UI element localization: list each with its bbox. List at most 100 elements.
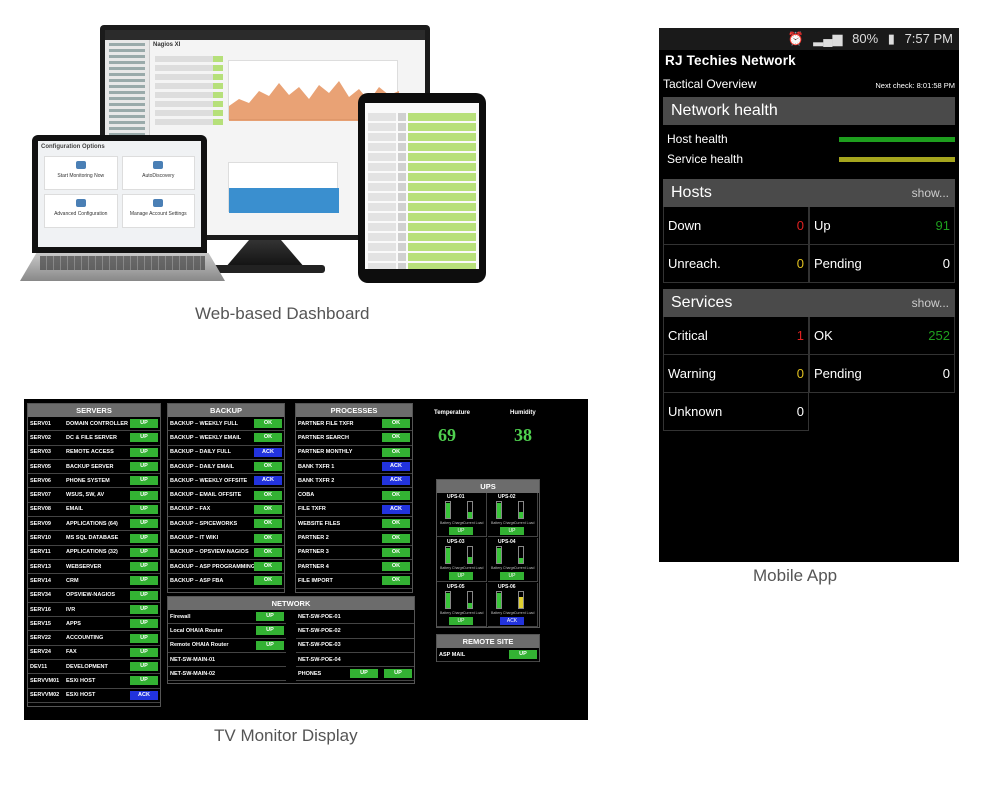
status-badge[interactable]: OK	[382, 562, 410, 572]
ups-status-badge[interactable]: UP	[500, 527, 524, 535]
status-badge[interactable]: UP	[384, 669, 412, 679]
battery-icon: ▮	[887, 31, 895, 46]
status-badge[interactable]: ACK	[254, 476, 282, 486]
host-health-row: Host health	[659, 129, 959, 149]
status-badge[interactable]: UP	[130, 519, 158, 529]
status-badge[interactable]: ACK	[382, 462, 410, 472]
ups-unit-name: UPS-01	[447, 494, 465, 500]
status-badge[interactable]: OK	[254, 562, 282, 572]
ups-status-badge[interactable]: UP	[449, 617, 473, 625]
status-badge[interactable]: OK	[254, 576, 282, 586]
status-badge[interactable]: UP	[130, 433, 158, 443]
status-badge[interactable]: UP	[256, 612, 284, 622]
status-badge[interactable]: OK	[254, 519, 282, 529]
status-badge[interactable]: OK	[382, 447, 410, 457]
gauge-fill	[468, 603, 472, 608]
status-badge[interactable]: OK	[382, 533, 410, 543]
config-card[interactable]: Manage Account Settings	[121, 194, 195, 228]
hosts-cell-label: Down	[668, 218, 702, 233]
hosts-cell-value: 0	[796, 218, 804, 233]
status-badge[interactable]: ACK	[254, 447, 282, 457]
status-badge[interactable]: ACK	[382, 476, 410, 486]
web-dashboard-devices: Nagios XI Configuration Optio	[20, 25, 490, 285]
status-badge[interactable]: UP	[130, 447, 158, 457]
status-badge[interactable]: ACK	[130, 690, 158, 700]
status-badge[interactable]: OK	[254, 490, 282, 500]
config-card[interactable]: Advanced Configuration	[44, 194, 118, 228]
status-badge[interactable]: UP	[509, 650, 537, 660]
status-badge[interactable]: UP	[256, 640, 284, 650]
status-badge[interactable]: UP	[130, 533, 158, 543]
status-row-label: BACKUP SERVER	[66, 463, 114, 470]
hosts-show-link[interactable]: show...	[911, 186, 949, 200]
monitor-app-title: Nagios XI	[153, 42, 181, 48]
status-badge[interactable]: UP	[130, 562, 158, 572]
status-badge[interactable]: OK	[382, 419, 410, 429]
ups-status-badge[interactable]: UP	[449, 572, 473, 580]
status-row-code: SERV08	[30, 506, 51, 513]
status-badge[interactable]: UP	[130, 619, 158, 629]
hosts-cell[interactable]: Unreach.0	[663, 245, 809, 283]
status-badge[interactable]: OK	[254, 547, 282, 557]
status-row-label: ESXi HOST	[66, 677, 96, 684]
hosts-cell-value: 91	[935, 218, 950, 233]
status-badge[interactable]: OK	[382, 576, 410, 586]
status-badge[interactable]: UP	[130, 576, 158, 586]
ups-status-badge[interactable]: ACK	[500, 617, 524, 625]
status-row: NET-SW-MAIN-02	[168, 667, 286, 682]
hosts-cell[interactable]: Down 0	[663, 207, 809, 245]
status-badge[interactable]: UP	[130, 662, 158, 672]
config-card[interactable]: Start Monitoring Now	[44, 156, 118, 190]
services-cell-label: Unknown	[668, 404, 723, 419]
status-badge[interactable]: UP	[130, 504, 158, 514]
status-badge[interactable]: UP	[130, 419, 158, 429]
status-badge[interactable]: UP	[130, 462, 158, 472]
status-badge[interactable]: UP	[350, 669, 378, 679]
status-badge[interactable]: UP	[130, 476, 158, 486]
ups-status-badge[interactable]: UP	[449, 527, 473, 535]
app-title: RJ Techies Network	[665, 53, 796, 68]
status-row-label: DEVELOPMENT	[66, 663, 108, 670]
ups-status-badge[interactable]: UP	[500, 572, 524, 580]
status-badge[interactable]: UP	[130, 605, 158, 614]
services-show-link[interactable]: show...	[911, 296, 949, 310]
status-badge[interactable]: OK	[254, 504, 282, 514]
status-badge[interactable]: UP	[130, 590, 158, 600]
status-badge[interactable]: UP	[130, 676, 158, 686]
gauge-caption: Current Load	[463, 611, 484, 615]
services-header: Services show...	[663, 289, 955, 317]
status-badge[interactable]: OK	[382, 519, 410, 529]
status-badge[interactable]: UP	[130, 547, 158, 557]
laptop: Configuration Options Start Monitoring N…	[32, 135, 207, 253]
status-badge[interactable]: OK	[382, 547, 410, 557]
status-badge[interactable]: OK	[254, 433, 282, 443]
status-badge[interactable]: OK	[382, 433, 410, 443]
status-badge[interactable]: UP	[130, 490, 158, 500]
status-badge[interactable]: UP	[130, 647, 158, 657]
status-badge[interactable]: UP	[256, 626, 284, 636]
status-badge[interactable]: ACK	[382, 504, 410, 514]
config-card[interactable]: AutoDiscovery	[121, 156, 195, 190]
status-badge[interactable]: OK	[254, 419, 282, 429]
status-badge[interactable]: OK	[254, 533, 282, 543]
status-badge[interactable]: OK	[254, 462, 282, 472]
status-badge[interactable]: UP	[130, 633, 158, 643]
status-badge[interactable]: OK	[382, 490, 410, 500]
